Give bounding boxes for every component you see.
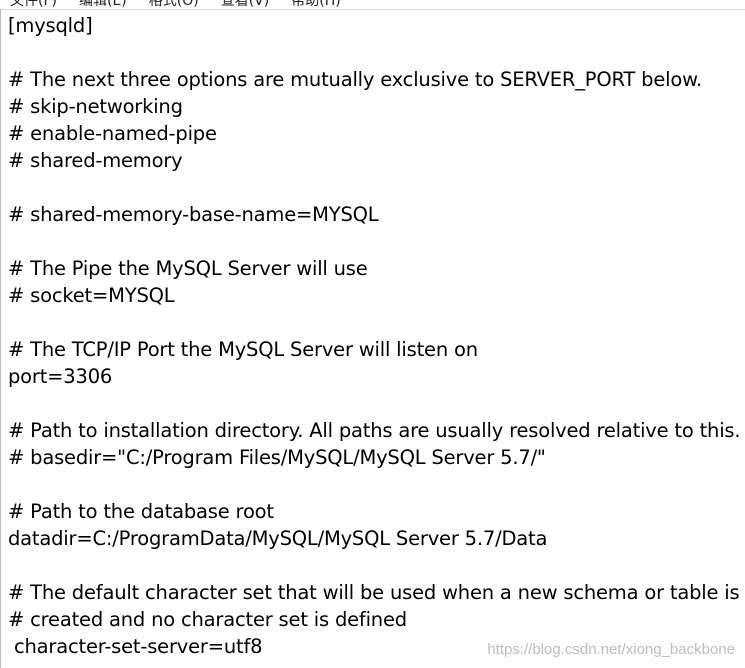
editor-line: # The Pipe the MySQL Server will use [8, 257, 368, 280]
menu-edit[interactable]: 编辑(E) [78, 0, 127, 9]
editor-line: # enable-named-pipe [8, 122, 217, 145]
editor-line: # Path to the database root [8, 500, 274, 523]
editor-line: datadir=C:/ProgramData/MySQL/MySQL Serve… [8, 527, 548, 550]
editor-line [8, 228, 743, 255]
menu-help[interactable]: 帮助(H) [291, 0, 341, 9]
editor-line [8, 174, 743, 201]
editor-line: # Path to installation directory. All pa… [8, 419, 741, 442]
editor-line: # The default character set that will be… [8, 581, 740, 604]
watermark-url: https://blog.csdn.net/xiong_backbone [487, 641, 735, 658]
menu-bar: 文件(F) 编辑(E) 格式(O) 查看(V) 帮助(H) [0, 0, 745, 9]
editor-line: # The next three options are mutually ex… [8, 68, 703, 91]
menu-divider [0, 9, 745, 10]
editor-line: # created and no character set is define… [8, 608, 407, 631]
editor-line: # The TCP/IP Port the MySQL Server will … [8, 338, 478, 361]
editor-line [8, 471, 743, 498]
editor-line: # skip-networking [8, 95, 183, 118]
editor-line [8, 390, 743, 417]
menu-format[interactable]: 格式(O) [148, 0, 199, 9]
editor-line: # shared-memory-base-name=MYSQL [8, 203, 379, 226]
editor-line: character-set-server=utf8 [8, 635, 263, 658]
editor-line: # socket=MYSQL [8, 284, 175, 307]
editor-line [8, 39, 743, 66]
editor-line: # basedir="C:/Program Files/MySQL/MySQL … [8, 446, 546, 469]
editor-line [8, 309, 743, 336]
editor-line: [mysqld] [8, 14, 93, 37]
menu-file[interactable]: 文件(F) [10, 0, 57, 9]
menu-view[interactable]: 查看(V) [220, 0, 270, 9]
editor-line [8, 552, 743, 579]
editor-line: port=3306 [8, 365, 113, 388]
editor-line: # shared-memory [8, 149, 183, 172]
text-editor-area[interactable]: [mysqld] # The next three options are mu… [8, 12, 743, 662]
window-left-edge [0, 9, 1, 668]
